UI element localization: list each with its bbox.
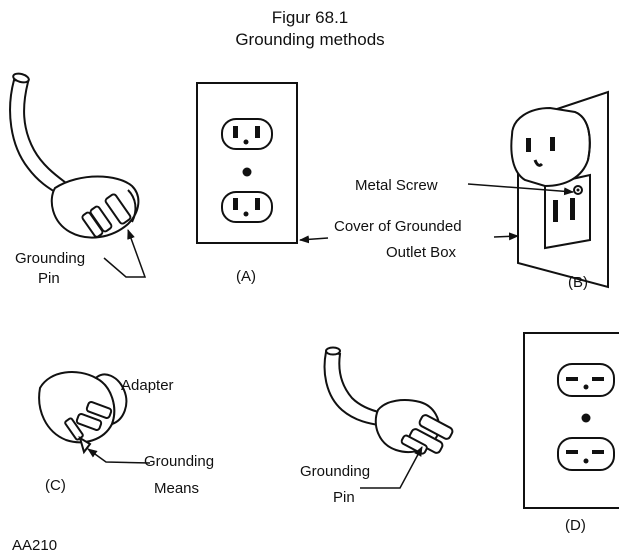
grounding-means-label-1: Grounding — [144, 453, 215, 470]
duplex-outlet-icon — [196, 82, 298, 244]
grounding-adapter-icon — [523, 332, 619, 509]
figure-code: AA210 — [12, 537, 58, 554]
metal-screw-label: Metal Screw — [355, 177, 438, 194]
cover-grounded-label-2: Outlet Box — [386, 244, 457, 261]
grounding-plug-icon — [323, 346, 454, 455]
leader-lines — [87, 183, 574, 489]
grounding-pin-label-bottom-2: Pin — [333, 489, 355, 506]
grounding-pin-label-top-1: Grounding — [15, 250, 86, 267]
panel-label-c: (C) — [45, 477, 66, 494]
figure-subtitle: Grounding methods — [235, 30, 385, 49]
panel-label-d: (D) — [565, 517, 586, 534]
three-prong-plug-icon — [9, 72, 140, 239]
single-outlet-adapter-icon — [38, 371, 128, 455]
cover-grounded-label-1: Cover of Grounded — [334, 218, 462, 235]
panel-label-a: (A) — [236, 268, 256, 285]
figure-title: Figur 68.1 — [271, 8, 349, 27]
wall-outlet-with-adapter — [510, 90, 609, 289]
grounding-pin-label-bottom-1: Grounding — [300, 463, 371, 480]
adapter-label: Adapter — [121, 377, 174, 394]
grounding-means-label-2: Means — [154, 480, 200, 497]
grounding-pin-label-top-2: Pin — [38, 270, 60, 287]
panel-label-b: (B) — [568, 274, 588, 291]
